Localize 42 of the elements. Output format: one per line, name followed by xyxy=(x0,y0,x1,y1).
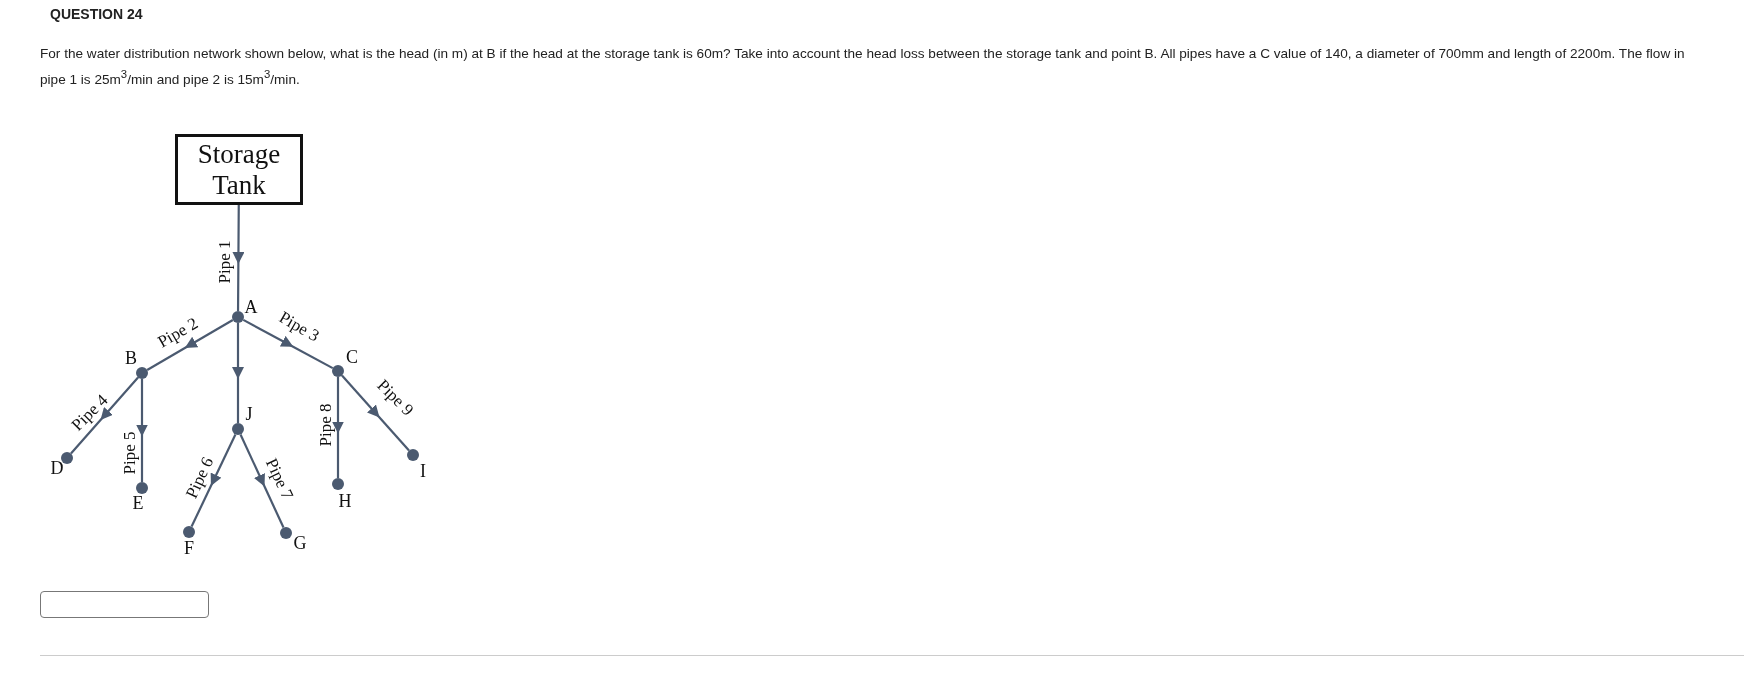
junction-dot xyxy=(232,423,244,435)
junction-dot xyxy=(136,367,148,379)
question-heading: QUESTION 24 xyxy=(50,6,143,22)
point-label: D xyxy=(50,457,64,479)
point-label: I xyxy=(420,460,426,482)
pipe-arrow xyxy=(232,323,244,423)
pipe-label: Pipe 5 xyxy=(121,431,139,475)
pipe-arrow xyxy=(239,434,285,528)
pipe-arrow xyxy=(146,319,234,371)
pipe-label: Pipe 4 xyxy=(68,391,112,435)
junction-dot xyxy=(407,449,419,461)
point-label: A xyxy=(244,296,258,318)
junction-dot xyxy=(136,482,148,494)
pipe-arrow xyxy=(242,318,334,370)
point-label: H xyxy=(338,490,352,512)
pipe-arrow xyxy=(136,379,148,482)
junction-dot xyxy=(232,311,244,323)
point-label: E xyxy=(132,492,144,514)
point-label: J xyxy=(245,403,253,425)
junction-dot xyxy=(280,527,292,539)
pipe-arrow xyxy=(332,377,344,478)
pipe-label: Pipe 8 xyxy=(317,403,335,447)
junction-dot xyxy=(183,526,195,538)
storage-tank-box: Storage Tank xyxy=(175,134,303,205)
pipe-label: Pipe 1 xyxy=(216,240,234,284)
junction-dot xyxy=(332,478,344,490)
pipe-arrow xyxy=(341,374,410,452)
point-label: G xyxy=(293,532,307,554)
pipe-arrow xyxy=(232,205,245,311)
question-text: For the water distribution network shown below, what is the head (in m) at B if the head at the storage tank is 60m? Take into account the head loss between the storage tank and point B. All pipes have a C value of 140, a diameter of 700mm and length of 2200m. The flow in pipe 1 is 25m$^{3}$/min and pipe 2 is 15m$^{3}$/min. xyxy=(40,45,1686,89)
junction-dot xyxy=(61,452,73,464)
junction-dot xyxy=(332,365,344,377)
pipe-label: Pipe 6 xyxy=(182,454,218,502)
pipe-label: Pipe 2 xyxy=(154,314,202,352)
pipe-arrow xyxy=(190,433,237,528)
point-label: F xyxy=(184,537,194,559)
pipe-arrow xyxy=(70,376,139,455)
pipe-label: Pipe 7 xyxy=(261,455,297,503)
pipe-label: Pipe 3 xyxy=(275,308,323,346)
pipe-label: Pipe 9 xyxy=(373,376,417,420)
point-label: B xyxy=(125,347,137,369)
point-label: C xyxy=(346,346,358,368)
